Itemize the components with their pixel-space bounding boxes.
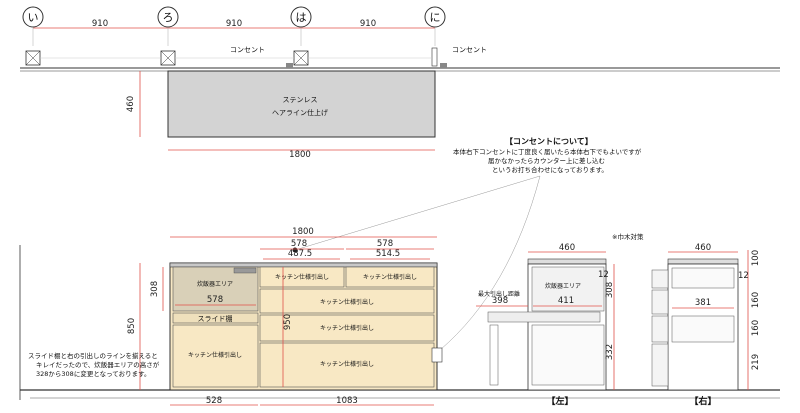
grid-marker-ni: に <box>424 6 446 28</box>
right-view-d160b: 160 <box>751 320 761 336</box>
elev-bottom-right: 1083 <box>336 396 358 406</box>
left-view-caption: 【左】 <box>546 395 573 407</box>
outlet-label-2: コンセント <box>452 46 487 54</box>
plan-width-dim: 1800 <box>289 150 311 160</box>
grid-spacing-1: 910 <box>92 19 108 29</box>
grid-spacing-3: 910 <box>360 19 376 29</box>
grid-label-ni: に <box>430 11 441 24</box>
note-leader-2 <box>439 175 541 351</box>
outlet-note-title: 【コンセントについて】 <box>505 136 593 146</box>
drawer-label-3: キッチン仕様引出し <box>320 324 374 332</box>
elev-inner-a: 487.5 <box>288 249 312 259</box>
plan-depth-dim: 460 <box>126 96 136 112</box>
outlet-marker-2 <box>440 63 447 68</box>
drawer-label-4: キッチン仕様引出し <box>320 360 374 368</box>
grid-label-ro: ろ <box>163 11 174 24</box>
side-note-line1: スライド棚と右の引出しのラインを揃えると <box>28 351 158 360</box>
outlet-note-line2: 届かなかったらカウンター上に差し込む <box>488 156 605 165</box>
elev-total-width-dim: 1800 <box>292 227 314 237</box>
counter-finish-line2: ヘアライン仕上げ <box>272 108 328 117</box>
outlet-marker-1 <box>286 63 293 68</box>
left-view-slide-label: 最大引出し距離 <box>478 290 520 298</box>
right-view-d219: 219 <box>751 354 761 370</box>
grid-label-ha: は <box>296 11 307 24</box>
elev-appliance-height: 308 <box>150 281 160 297</box>
right-view-depth: 381 <box>695 298 711 308</box>
right-view-d12: 12 <box>738 271 749 281</box>
counter-top-plan <box>167 70 436 138</box>
grid-spacing-2: 910 <box>226 19 242 29</box>
right-view-d160a: 160 <box>751 292 761 308</box>
left-view-appliance-label: 炊飯器エリア <box>545 282 581 290</box>
left-view-d332: 332 <box>605 344 615 360</box>
right-view-note: ※巾木対策 <box>612 232 644 241</box>
left-view-d12: 12 <box>598 270 609 280</box>
elev-total-height: 850 <box>127 318 137 334</box>
right-view-d100: 100 <box>751 250 761 266</box>
right-side-view <box>651 258 739 391</box>
cabinet-front <box>169 262 443 391</box>
right-view-width: 460 <box>695 243 711 253</box>
grid-marker-i: い <box>22 6 44 28</box>
left-view-appliance-dim: 411 <box>558 296 574 306</box>
elev-inner-b: 514.5 <box>376 249 400 259</box>
outlet-note-line3: というお打ち合わせになっております。 <box>492 165 608 174</box>
plan-wall <box>20 47 780 72</box>
right-view-caption: 【右】 <box>689 395 716 407</box>
left-view-width: 460 <box>559 243 575 253</box>
elev-950-dim: 950 <box>283 314 293 330</box>
left-view-slide-dim: 398 <box>492 296 508 306</box>
outlet-note-line1: 本体右下コンセントに丁度良く届いたら本体右下でもよいですが <box>453 147 642 156</box>
left-view-d308: 308 <box>605 282 615 298</box>
appliance-area-label: 炊飯器エリア <box>197 280 233 288</box>
drawer-label-top-left: キッチン仕様引出し <box>275 273 329 281</box>
elev-bottom-left: 528 <box>206 396 222 406</box>
grid-label-i: い <box>28 11 39 24</box>
left-side-view <box>487 258 607 391</box>
counter-finish-line1: ステンレス <box>283 96 318 104</box>
side-note-line3: 328から308に変更となっております。 <box>36 369 150 378</box>
slide-shelf-label: スライド棚 <box>198 314 233 323</box>
grid-marker-ha: は <box>290 6 312 28</box>
elev-dim-b: 578 <box>377 239 393 249</box>
drawer-label-2: キッチン仕様引出し <box>320 298 374 306</box>
note-leader-1 <box>294 175 541 251</box>
drawer-label-left: キッチン仕様引出し <box>188 351 242 359</box>
elev-left-col-dim: 578 <box>207 295 223 305</box>
grid-marker-ro: ろ <box>157 6 179 28</box>
outlet-label-1: コンセント <box>230 46 265 54</box>
elev-dim-a: 578 <box>291 239 307 249</box>
drawer-label-top-right: キッチン仕様引出し <box>363 273 417 281</box>
side-note-line2: キレイだったので、炊飯器エリアの高さが <box>36 360 160 369</box>
